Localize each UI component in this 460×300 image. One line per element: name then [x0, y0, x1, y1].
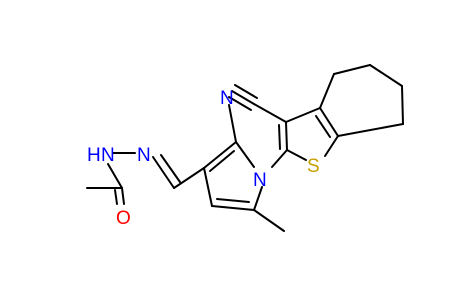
bond-c3a-c4: [319, 73, 335, 109]
atom-n-hydrazone-imine: N: [137, 145, 151, 166]
bond-c3a-c7a-double: [315, 115, 331, 138]
bond-s-c2: [286, 149, 307, 161]
bond-c2-npyrrole: [271, 149, 288, 168]
bond-c5p-methyl: [253, 209, 285, 232]
atom-n-pyrrole: N: [253, 170, 267, 191]
atom-o-carbonyl: O: [116, 208, 131, 229]
bond-c7a-s: [324, 135, 339, 157]
bond-lines: [86, 64, 404, 232]
bond-c3p-c4p: [203, 167, 213, 207]
atom-n-nitrile: N: [220, 88, 234, 109]
bond-nitrile-triple-1: [231, 90, 255, 105]
atom-s-thiophene: S: [307, 156, 320, 177]
atom-n-hydrazone-nh: N: [101, 145, 115, 166]
bond-c3a-c7a: [319, 107, 339, 137]
bond-npyrrole-c5p: [253, 186, 263, 211]
bond-c5-c6: [369, 64, 403, 87]
atom-labels: N N H N N O S: [87, 88, 320, 229]
bond-nh-ccarbonyl: [107, 163, 123, 189]
bond-c4-c5: [333, 64, 371, 75]
bond-npyrrole-c2p: [235, 141, 255, 168]
bond-c7-c7a: [337, 123, 404, 137]
bond-c2-c3: [285, 121, 288, 151]
atom-h-hydrazone: H: [87, 145, 101, 166]
bond-ccarbonyl-o-double: [114, 189, 118, 205]
bond-nitrile-triple-3: [228, 96, 252, 111]
bond-c3-c3a: [285, 107, 321, 123]
bond-c2p-methyl: [228, 104, 237, 143]
bond-cimine-nimine-double: [160, 154, 181, 183]
bond-nitrile-triple-2: [234, 84, 258, 99]
bond-c2p-c3p: [203, 141, 237, 169]
bond-c4p-c5p-double: [216, 198, 250, 203]
bond-c6-c7: [401, 85, 404, 125]
bond-ccarbonyl-o: [121, 187, 125, 205]
bond-c3-cnitrile: [253, 103, 287, 123]
bond-c3p-cimine: [173, 167, 205, 189]
bond-c4p-c5p: [211, 205, 255, 211]
bond-c2-c3-double: [278, 124, 281, 150]
bond-c2p-c3p-double: [209, 150, 235, 172]
bond-cimine-nimine: [152, 156, 175, 189]
